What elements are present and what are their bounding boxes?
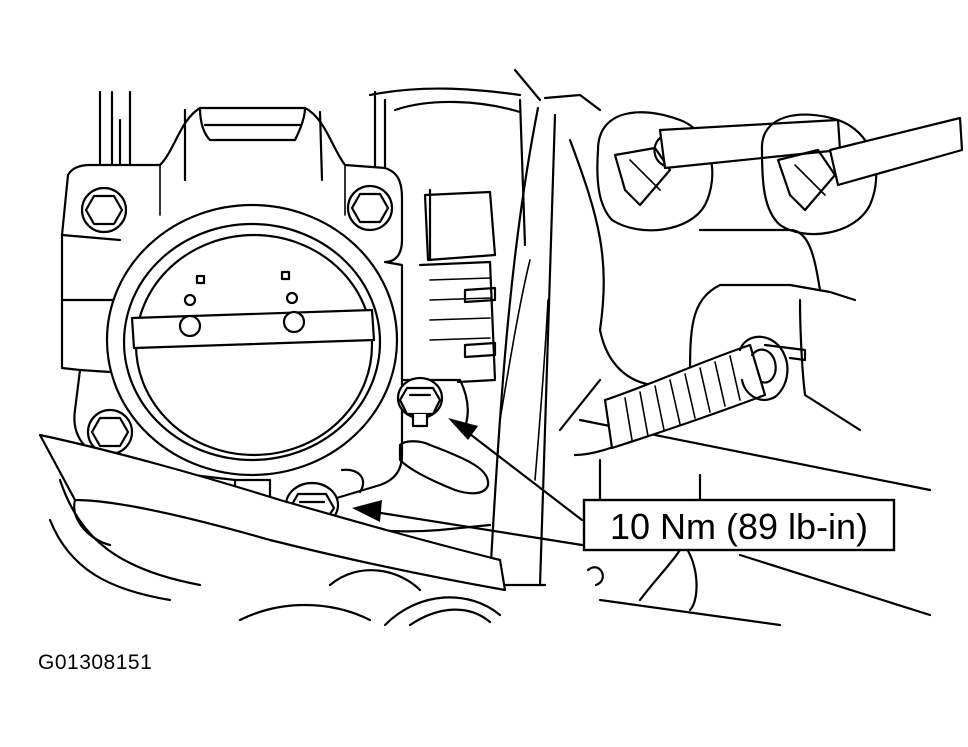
hose-clamp-upper-left [596, 111, 842, 232]
sensor-connector [418, 188, 497, 384]
throttle-cable-bracket [38, 433, 507, 592]
figure-id: G01308151 [38, 651, 153, 674]
diagram-canvas: 10 Nm (89 lb-in) [38, 68, 964, 627]
torque-callout: 10 Nm (89 lb-in) [582, 498, 896, 552]
throttle-body-bolt-upper-right [346, 184, 394, 232]
mounting-bolt-upper [396, 376, 444, 428]
throttle-bore [105, 203, 399, 477]
hose-clamp-upper-right [760, 113, 964, 236]
throttle-body-bolt-upper-left [80, 186, 128, 234]
torque-label: 10 Nm (89 lb-in) [610, 506, 868, 547]
arrow-head-lower [352, 500, 382, 522]
arrow-head-upper [448, 418, 478, 440]
torque-callout-box [582, 498, 896, 552]
callout-arrows [352, 418, 584, 547]
wiring-harness [603, 335, 807, 450]
